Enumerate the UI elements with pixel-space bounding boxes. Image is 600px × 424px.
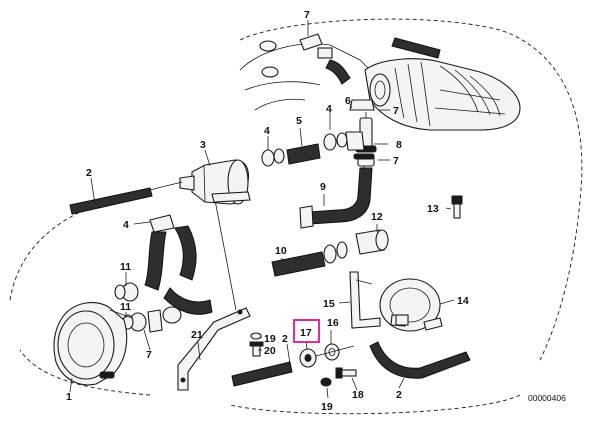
label-11-upper: 11: [120, 261, 131, 273]
label-4-upper: 4: [264, 125, 270, 137]
hose-lower-right: [369, 341, 471, 379]
label-13: 13: [427, 203, 439, 215]
hose-part-9: [309, 167, 373, 225]
label-7-right-lower: 7: [393, 155, 399, 167]
hose-part-2-left: [69, 187, 153, 215]
label-2-bottom: 2: [396, 389, 402, 401]
label-7-lower-left: 7: [146, 349, 152, 361]
label-12: 12: [371, 211, 383, 223]
label-6: 6: [345, 95, 351, 107]
vacuum-unit-part-14: [379, 278, 443, 332]
intake-assembly: [239, 33, 521, 131]
part-labels: 7 6 7 4 5 4 8 7 3 2 9 13 4 12 10 11 15 1…: [66, 9, 566, 413]
label-8: 8: [396, 139, 402, 151]
label-3: 3: [200, 139, 206, 151]
vacuum-unit-part-1: [53, 302, 133, 386]
sleeves-part-4-5: [261, 131, 365, 167]
label-20: 20: [264, 345, 276, 357]
bracket-part-15: [349, 271, 381, 329]
bolt-part-13: [451, 195, 463, 219]
mid-fittings: [353, 153, 375, 176]
hardware-19-20: [249, 332, 264, 357]
engine-outline: [9, 18, 583, 415]
label-2-lower: 2: [282, 333, 288, 345]
bracket-part-21: [177, 191, 251, 391]
label-7-top: 7: [304, 9, 310, 21]
label-16: 16: [327, 317, 339, 329]
label-4-mid: 4: [326, 103, 332, 115]
label-7-right-upper: 7: [393, 105, 399, 117]
hose-part-10: [271, 241, 348, 277]
highlight-box-17[interactable]: [293, 319, 320, 343]
reference-number: 00000406: [528, 393, 566, 403]
label-19-bottom: 19: [321, 401, 333, 413]
label-4-left: 4: [123, 219, 129, 231]
label-5: 5: [296, 115, 302, 127]
label-19-top: 19: [264, 333, 276, 345]
label-10: 10: [275, 245, 287, 257]
label-17: 17: [300, 327, 312, 339]
label-15: 15: [323, 298, 335, 310]
label-9: 9: [320, 181, 326, 193]
left-hose-assembly: [114, 214, 213, 333]
label-2-left: 2: [86, 167, 92, 179]
hose-lower-left: [231, 361, 293, 387]
label-14: 14: [457, 295, 469, 307]
sleeve-part-12: [355, 229, 389, 255]
label-18: 18: [352, 389, 364, 401]
label-21: 21: [191, 329, 203, 341]
label-1: 1: [66, 391, 72, 403]
washer-assembly: [299, 343, 357, 387]
label-11-lower: 11: [120, 301, 131, 313]
